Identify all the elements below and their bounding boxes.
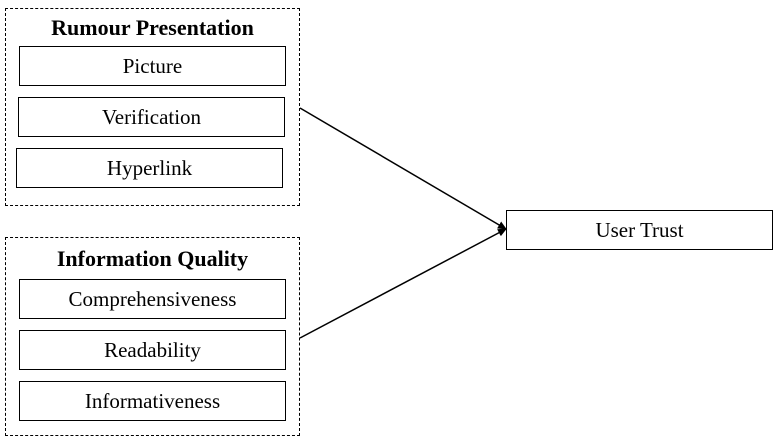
informativeness-box: Informativeness (19, 381, 286, 421)
information-quality-title: Information Quality (56, 246, 249, 271)
readability-box: Readability (19, 330, 286, 370)
arrow-information-quality-to-user-trust (299, 228, 507, 339)
verification-box: Verification (18, 97, 285, 137)
rumour-presentation-group: Rumour Presentation Picture Verification… (5, 8, 300, 206)
picture-box: Picture (19, 46, 286, 86)
rumour-presentation-title: Rumour Presentation (51, 15, 254, 40)
arrow-rumour-presentation-to-user-trust (299, 107, 507, 230)
user-trust-box: User Trust (506, 210, 773, 250)
hyperlink-box: Hyperlink (16, 148, 283, 188)
information-quality-group: Information Quality Comprehensiveness Re… (5, 237, 300, 436)
comprehensiveness-box: Comprehensiveness (19, 279, 286, 319)
